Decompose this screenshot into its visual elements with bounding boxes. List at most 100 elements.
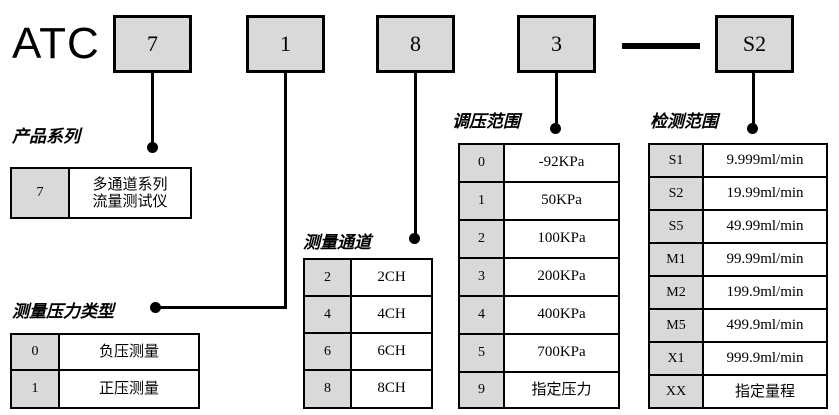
- cell-code: 0: [460, 145, 505, 181]
- table-row: 0 -92KPa: [460, 145, 618, 183]
- cell-desc: 200KPa: [537, 268, 586, 285]
- cell-code: 2: [460, 221, 505, 257]
- code-box-pressure-range-value: 3: [551, 31, 562, 56]
- table-row: 3 200KPa: [460, 259, 618, 297]
- cell-code: 0: [12, 335, 60, 369]
- cell-code: M1: [650, 244, 704, 275]
- cell-desc: 指定压力: [531, 380, 592, 399]
- cell-desc: 199.9ml/min: [726, 283, 804, 300]
- table-pressure-type: 0 负压测量 1 正压测量: [10, 333, 200, 409]
- separator-dash: [622, 43, 700, 49]
- table-row: 4 4CH: [305, 297, 431, 334]
- cell-desc: 6CH: [377, 342, 406, 359]
- cell-code: S1: [650, 145, 704, 176]
- cell-desc: 负压测量: [98, 342, 159, 361]
- cell-code: 5: [460, 335, 505, 371]
- table-row: XX 指定量程: [650, 376, 826, 407]
- code-box-pressure-range[interactable]: 3: [517, 15, 596, 73]
- code-box-pressure-type-value: 1: [280, 31, 291, 56]
- table-row: X1 999.9ml/min: [650, 343, 826, 376]
- cell-desc: 99.99ml/min: [726, 250, 804, 267]
- table-row: 4 400KPa: [460, 297, 618, 335]
- code-box-series[interactable]: 7: [113, 15, 192, 73]
- cell-code: 1: [12, 371, 60, 407]
- connector-line-detection-range: [752, 73, 755, 132]
- cell-code: 8: [305, 371, 352, 407]
- table-pressure-range: 0 -92KPa 1 50KPa 2 100KPa 3 200KPa 4 400…: [458, 143, 620, 409]
- cell-desc-line1: 多通道系列: [92, 174, 168, 193]
- connector-dot-series: [147, 142, 158, 153]
- cell-code: S2: [650, 178, 704, 209]
- table-row: 0 负压测量: [12, 335, 198, 371]
- connector-dot-channels: [409, 233, 420, 244]
- table-row: S1 9.999ml/min: [650, 145, 826, 178]
- connector-dot-pressure-type: [150, 302, 161, 313]
- cell-desc: 499.9ml/min: [726, 316, 804, 333]
- cell-code: 7: [12, 169, 70, 217]
- code-box-detection-range-value: S2: [742, 31, 767, 56]
- table-row: 9 指定压力: [460, 373, 618, 407]
- brand-label: ATC: [12, 19, 100, 68]
- connector-line-pressure-type-horizontal: [156, 306, 287, 309]
- table-row: 7 多通道系列 流量测试仪: [12, 169, 190, 217]
- table-row: S5 49.99ml/min: [650, 211, 826, 244]
- cell-code: 6: [305, 334, 352, 369]
- table-channels: 2 2CH 4 4CH 6 6CH 8 8CH: [303, 258, 433, 409]
- table-row: M1 99.99ml/min: [650, 244, 826, 277]
- code-box-detection-range[interactable]: S2: [715, 15, 794, 73]
- table-row: 2 100KPa: [460, 221, 618, 259]
- table-row: S2 19.99ml/min: [650, 178, 826, 211]
- table-row: M2 199.9ml/min: [650, 277, 826, 310]
- cell-desc: 50KPa: [541, 192, 582, 209]
- table-row: 5 700KPa: [460, 335, 618, 373]
- table-detection-range: S1 9.999ml/min S2 19.99ml/min S5 49.99ml…: [648, 143, 828, 409]
- cell-desc: 100KPa: [537, 230, 586, 247]
- table-row: 6 6CH: [305, 334, 431, 371]
- connector-dot-pressure-range: [550, 123, 561, 134]
- cell-desc: 多通道系列 流量测试仪: [70, 169, 190, 217]
- cell-desc: 9.999ml/min: [726, 151, 804, 168]
- table-row: M5 499.9ml/min: [650, 310, 826, 343]
- cell-desc: 999.9ml/min: [726, 349, 804, 366]
- cell-desc: 19.99ml/min: [726, 184, 804, 201]
- code-box-pressure-type[interactable]: 1: [246, 15, 325, 73]
- code-box-series-value: 7: [147, 31, 158, 56]
- caption-channels: 测量通道: [303, 233, 371, 252]
- cell-code: XX: [650, 376, 704, 407]
- table-row: 1 正压测量: [12, 371, 198, 407]
- cell-desc: 49.99ml/min: [726, 217, 804, 234]
- table-row: 2 2CH: [305, 260, 431, 297]
- cell-desc: 4CH: [377, 305, 406, 322]
- code-box-channel-value: 8: [410, 31, 421, 56]
- cell-desc: -92KPa: [538, 154, 585, 171]
- caption-product-series: 产品系列: [12, 127, 80, 146]
- table-row: 8 8CH: [305, 371, 431, 407]
- cell-code: X1: [650, 343, 704, 374]
- cell-desc: 700KPa: [537, 344, 586, 361]
- cell-code: M5: [650, 310, 704, 341]
- cell-desc: 正压测量: [98, 379, 159, 398]
- cell-desc: 指定量程: [734, 381, 795, 400]
- caption-pressure-type: 测量压力类型: [12, 302, 114, 321]
- caption-detection-range: 检测范围: [650, 112, 718, 131]
- cell-code: M2: [650, 277, 704, 308]
- cell-code: 3: [460, 259, 505, 295]
- connector-line-channels: [414, 73, 417, 242]
- connector-line-pressure-type-vertical: [284, 73, 287, 309]
- cell-desc: 400KPa: [537, 306, 586, 323]
- cell-desc: 2CH: [377, 268, 406, 285]
- table-row: 1 50KPa: [460, 183, 618, 221]
- connector-dot-detection-range: [747, 123, 758, 134]
- cell-code: 4: [460, 297, 505, 333]
- cell-code: 9: [460, 373, 505, 407]
- cell-code: 1: [460, 183, 505, 219]
- code-box-channel[interactable]: 8: [376, 15, 455, 73]
- cell-desc: 8CH: [377, 380, 406, 397]
- caption-pressure-range: 调压范围: [452, 112, 520, 131]
- cell-code: 2: [305, 260, 352, 295]
- cell-code: 4: [305, 297, 352, 332]
- connector-line-pressure-range: [555, 73, 558, 132]
- table-product-series: 7 多通道系列 流量测试仪: [10, 167, 192, 219]
- connector-line-series: [151, 73, 154, 151]
